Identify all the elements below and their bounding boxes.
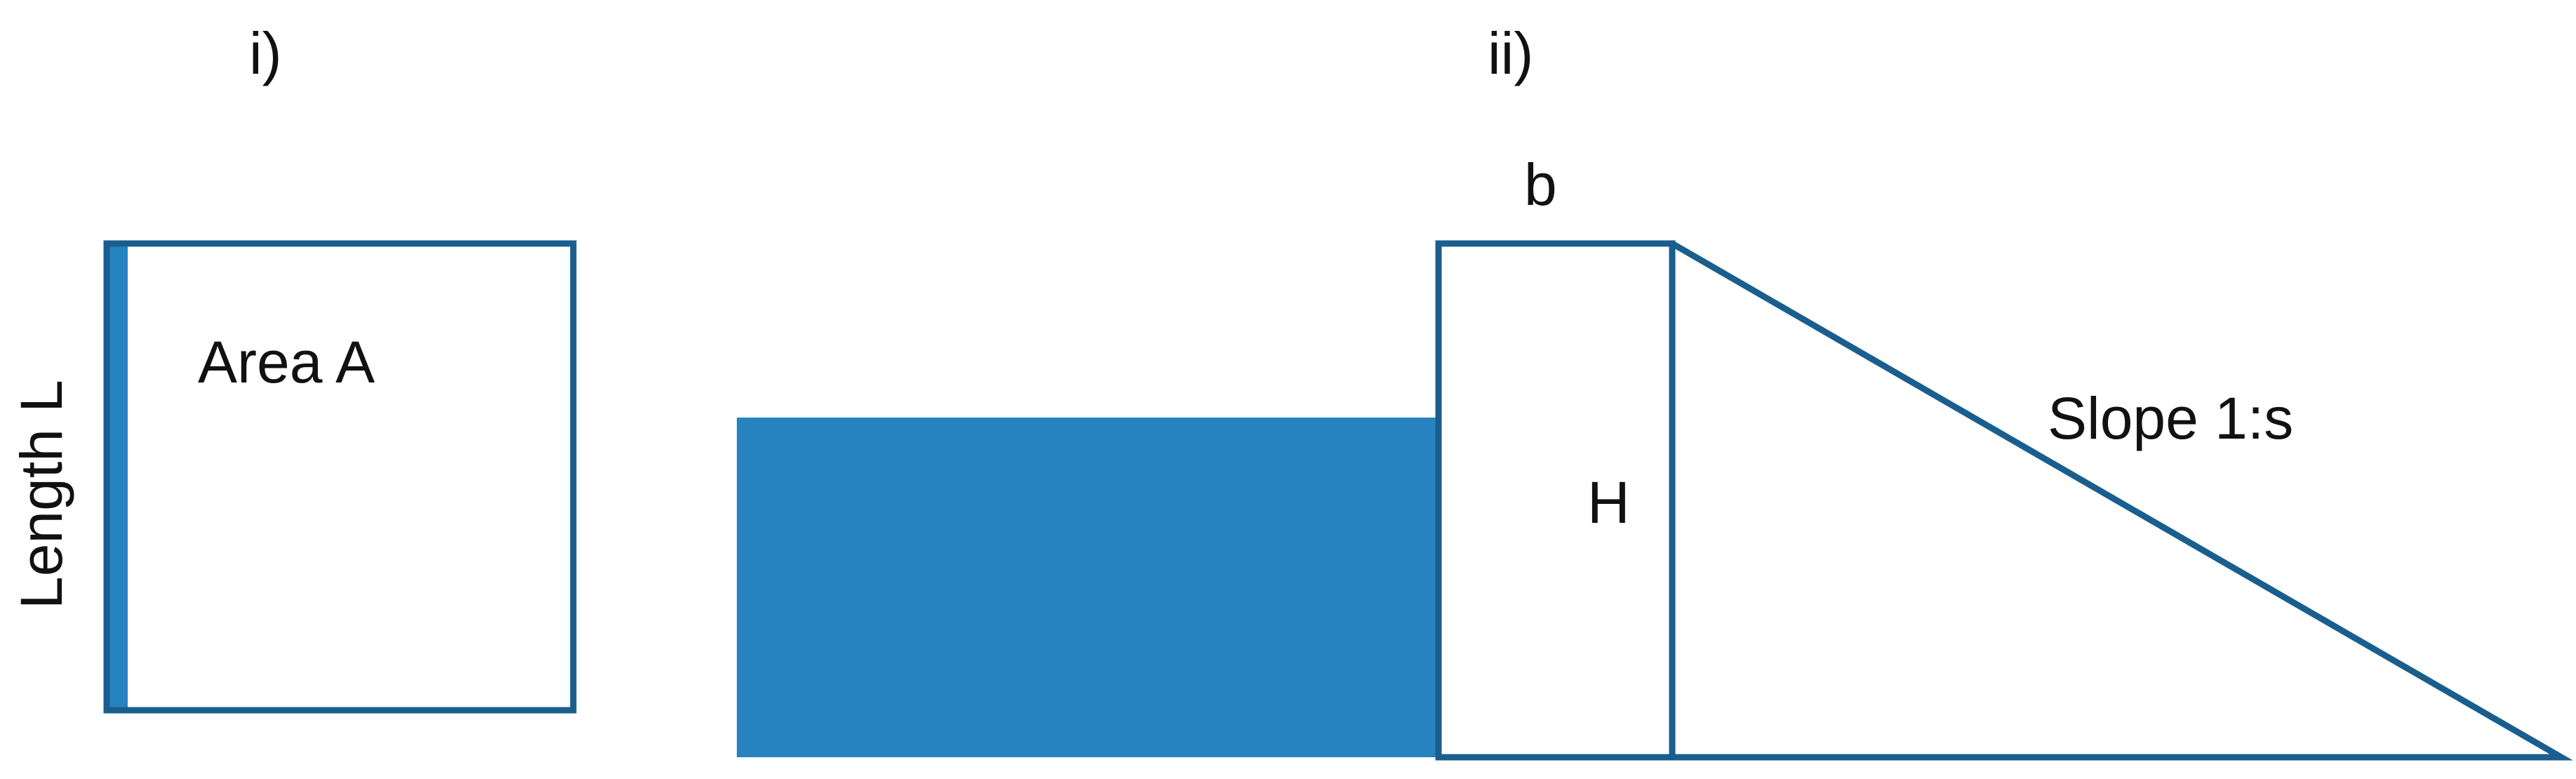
- slope-triangle: [1670, 241, 2573, 761]
- crest-rectangle: [1435, 240, 1676, 761]
- length-edge: [107, 244, 128, 710]
- area-square: [103, 240, 577, 714]
- water-body: [737, 418, 1437, 757]
- area-label: Area A: [198, 329, 375, 395]
- length-label: Length L: [8, 380, 74, 609]
- height-label: H: [1587, 470, 1630, 535]
- panel-i: i) Area A Length L: [8, 20, 577, 714]
- panel-i-label: i): [249, 20, 282, 86]
- panel-ii-label: ii): [1488, 20, 1533, 86]
- panel-ii: ii) b H Slope 1:s: [737, 20, 2573, 761]
- slope-label: Slope 1:s: [2048, 385, 2293, 451]
- width-label: b: [1524, 152, 1557, 218]
